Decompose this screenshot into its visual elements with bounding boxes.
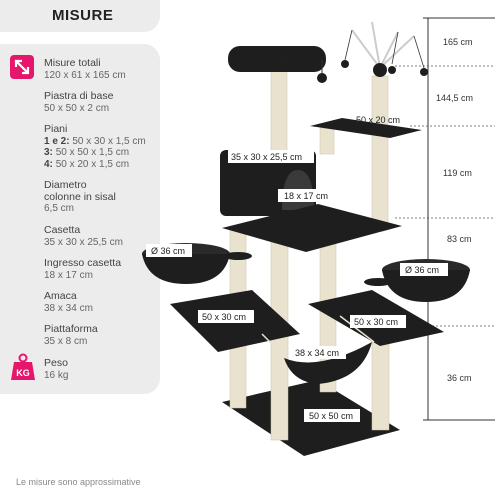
upper-shelf <box>310 118 422 138</box>
label-left-bowl: Ø 36 cm <box>151 246 185 256</box>
label-upper-shelf: 50 x 20 cm <box>356 115 400 125</box>
hammock <box>261 315 375 384</box>
weight-icon: KG <box>10 353 36 381</box>
sisal-column <box>371 75 389 229</box>
label-base: 50 x 50 cm <box>309 411 353 421</box>
label-hammock: 38 x 34 cm <box>295 348 339 358</box>
label-entrance: 18 x 17 cm <box>284 191 328 201</box>
sisal-column <box>319 127 335 155</box>
weight-icon-text: KG <box>16 368 30 378</box>
toy-mast <box>341 21 428 77</box>
label-top-platform: 35 x 8 cm <box>252 53 291 63</box>
height-label-house: 83 cm <box>447 234 472 244</box>
height-label-lower-shelf: 36 cm <box>447 373 472 383</box>
toy-ball <box>420 68 428 76</box>
top-platform <box>228 46 327 83</box>
label-house: 35 x 30 x 25,5 cm <box>231 152 302 162</box>
spec-shelves: Piani 1 e 2: 50 x 30 x 1,5 cm 3: 50 x 50… <box>44 123 146 170</box>
label-right-platform: 50 x 30 cm <box>354 317 398 327</box>
dimensions-icon <box>10 55 34 79</box>
height-label-total: 165 cm <box>443 37 473 47</box>
label-right-bowl: Ø 36 cm <box>405 265 439 275</box>
page-title: MISURE <box>52 7 114 24</box>
toy-ball <box>341 60 349 68</box>
toy-ball <box>317 73 327 83</box>
spec-panel <box>0 44 160 394</box>
height-label-upper-shelf: 119 cm <box>443 168 472 178</box>
footnote: Le misure sono approssimative <box>16 477 141 487</box>
height-label-top-platform: 144,5 cm <box>436 93 473 103</box>
house-shelf <box>222 204 402 252</box>
height-scale: 165 cm 144,5 cm 119 cm 83 cm 36 cm <box>395 17 495 421</box>
header-tab <box>0 0 160 32</box>
label-left-platform: 50 x 30 cm <box>202 312 246 322</box>
toy-ball <box>388 66 396 74</box>
